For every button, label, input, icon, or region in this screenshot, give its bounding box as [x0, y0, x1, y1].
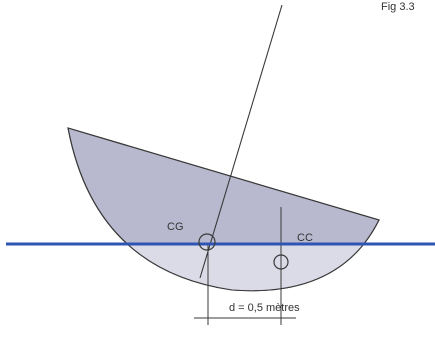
submerged-region: [68, 244, 379, 291]
hull-outline: [67, 127, 380, 292]
cg-label: CG: [167, 221, 184, 233]
cc-marker: [273, 254, 289, 270]
cc-label: CC: [297, 232, 313, 244]
mast-line: [199, 4, 283, 279]
distance-label: d = 0,5 mètres: [229, 302, 300, 314]
cg-marker: [198, 233, 216, 251]
figure-caption-cut: Fig 3.3: [381, 1, 415, 13]
